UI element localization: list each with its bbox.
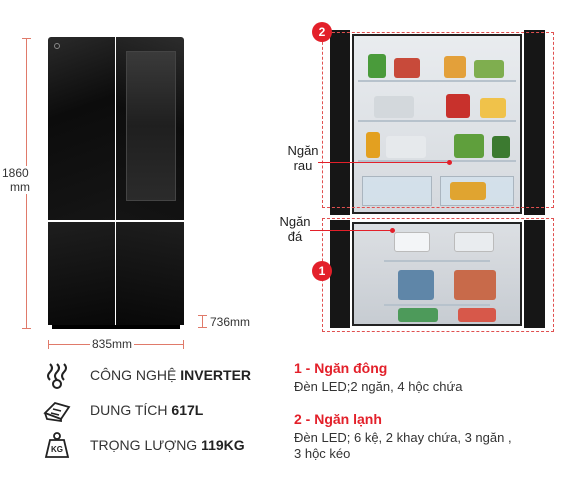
- fridge-title: 2 - Ngăn lạnh: [294, 411, 382, 427]
- freezer-door-left: [48, 222, 115, 325]
- fridge-description: Đèn LED; 6 kệ, 2 khay chứa, 3 ngăn , 3 h…: [294, 430, 512, 461]
- weight-icon: KG: [40, 430, 74, 460]
- fridge-base: [52, 325, 180, 329]
- freezer-title: 1 - Ngăn đông: [294, 360, 388, 376]
- brand-logo-icon: [54, 43, 60, 49]
- freezer-zone-outline: [322, 218, 554, 332]
- freezer-door-right: [116, 222, 184, 325]
- open-door-left-top: [330, 30, 350, 215]
- spec-weight-text: TRỌNG LƯỢNG 119KG: [90, 437, 245, 453]
- fridge-zone-outline: [322, 32, 554, 208]
- crisper-label: Ngăn rau: [287, 143, 319, 173]
- width-dim-cap-right: [183, 340, 184, 349]
- fridge-compartment-interior: [352, 34, 522, 214]
- ice-pointer-dot: [390, 228, 395, 233]
- crisper-pointer-line: [318, 162, 449, 163]
- fridge-closed-image: [48, 37, 184, 329]
- spec-capacity: DUNG TÍCH 617L: [40, 395, 203, 425]
- spec-inverter: CÔNG NGHỆ INVERTER: [40, 360, 251, 390]
- ice-label: Ngăn đá: [279, 214, 311, 244]
- open-door-right-bottom: [524, 220, 545, 328]
- spec-inverter-text: CÔNG NGHỆ INVERTER: [90, 367, 252, 383]
- freezer-compartment-interior: [352, 222, 522, 326]
- width-value: 835mm: [90, 337, 135, 351]
- freezer-zone-badge: 1: [312, 261, 332, 281]
- open-door-right-top: [524, 30, 545, 215]
- capacity-icon: [40, 395, 74, 425]
- depth-value: 736mm: [210, 315, 251, 329]
- spec-weight: KG TRỌNG LƯỢNG 119KG: [40, 430, 245, 460]
- freezer-description: Đèn LED;2 ngăn, 4 hộc chứa: [294, 379, 463, 394]
- depth-dim-line: [202, 315, 203, 327]
- fridge-zone-badge: 2: [312, 22, 332, 42]
- open-door-left-bottom: [330, 220, 350, 328]
- spec-capacity-text: DUNG TÍCH 617L: [90, 402, 204, 418]
- svg-text:KG: KG: [51, 445, 63, 454]
- depth-dim-cap-bottom: [198, 327, 207, 328]
- height-value: 1860 mm: [2, 166, 46, 194]
- ice-pointer-line: [310, 230, 392, 231]
- instaview-window: [126, 51, 176, 201]
- inverter-icon: [40, 360, 74, 390]
- height-dim-cap-bottom: [22, 328, 31, 329]
- fridge-open-image: [330, 30, 545, 330]
- fridge-door-top-left: [48, 37, 115, 220]
- crisper-pointer-dot: [447, 160, 452, 165]
